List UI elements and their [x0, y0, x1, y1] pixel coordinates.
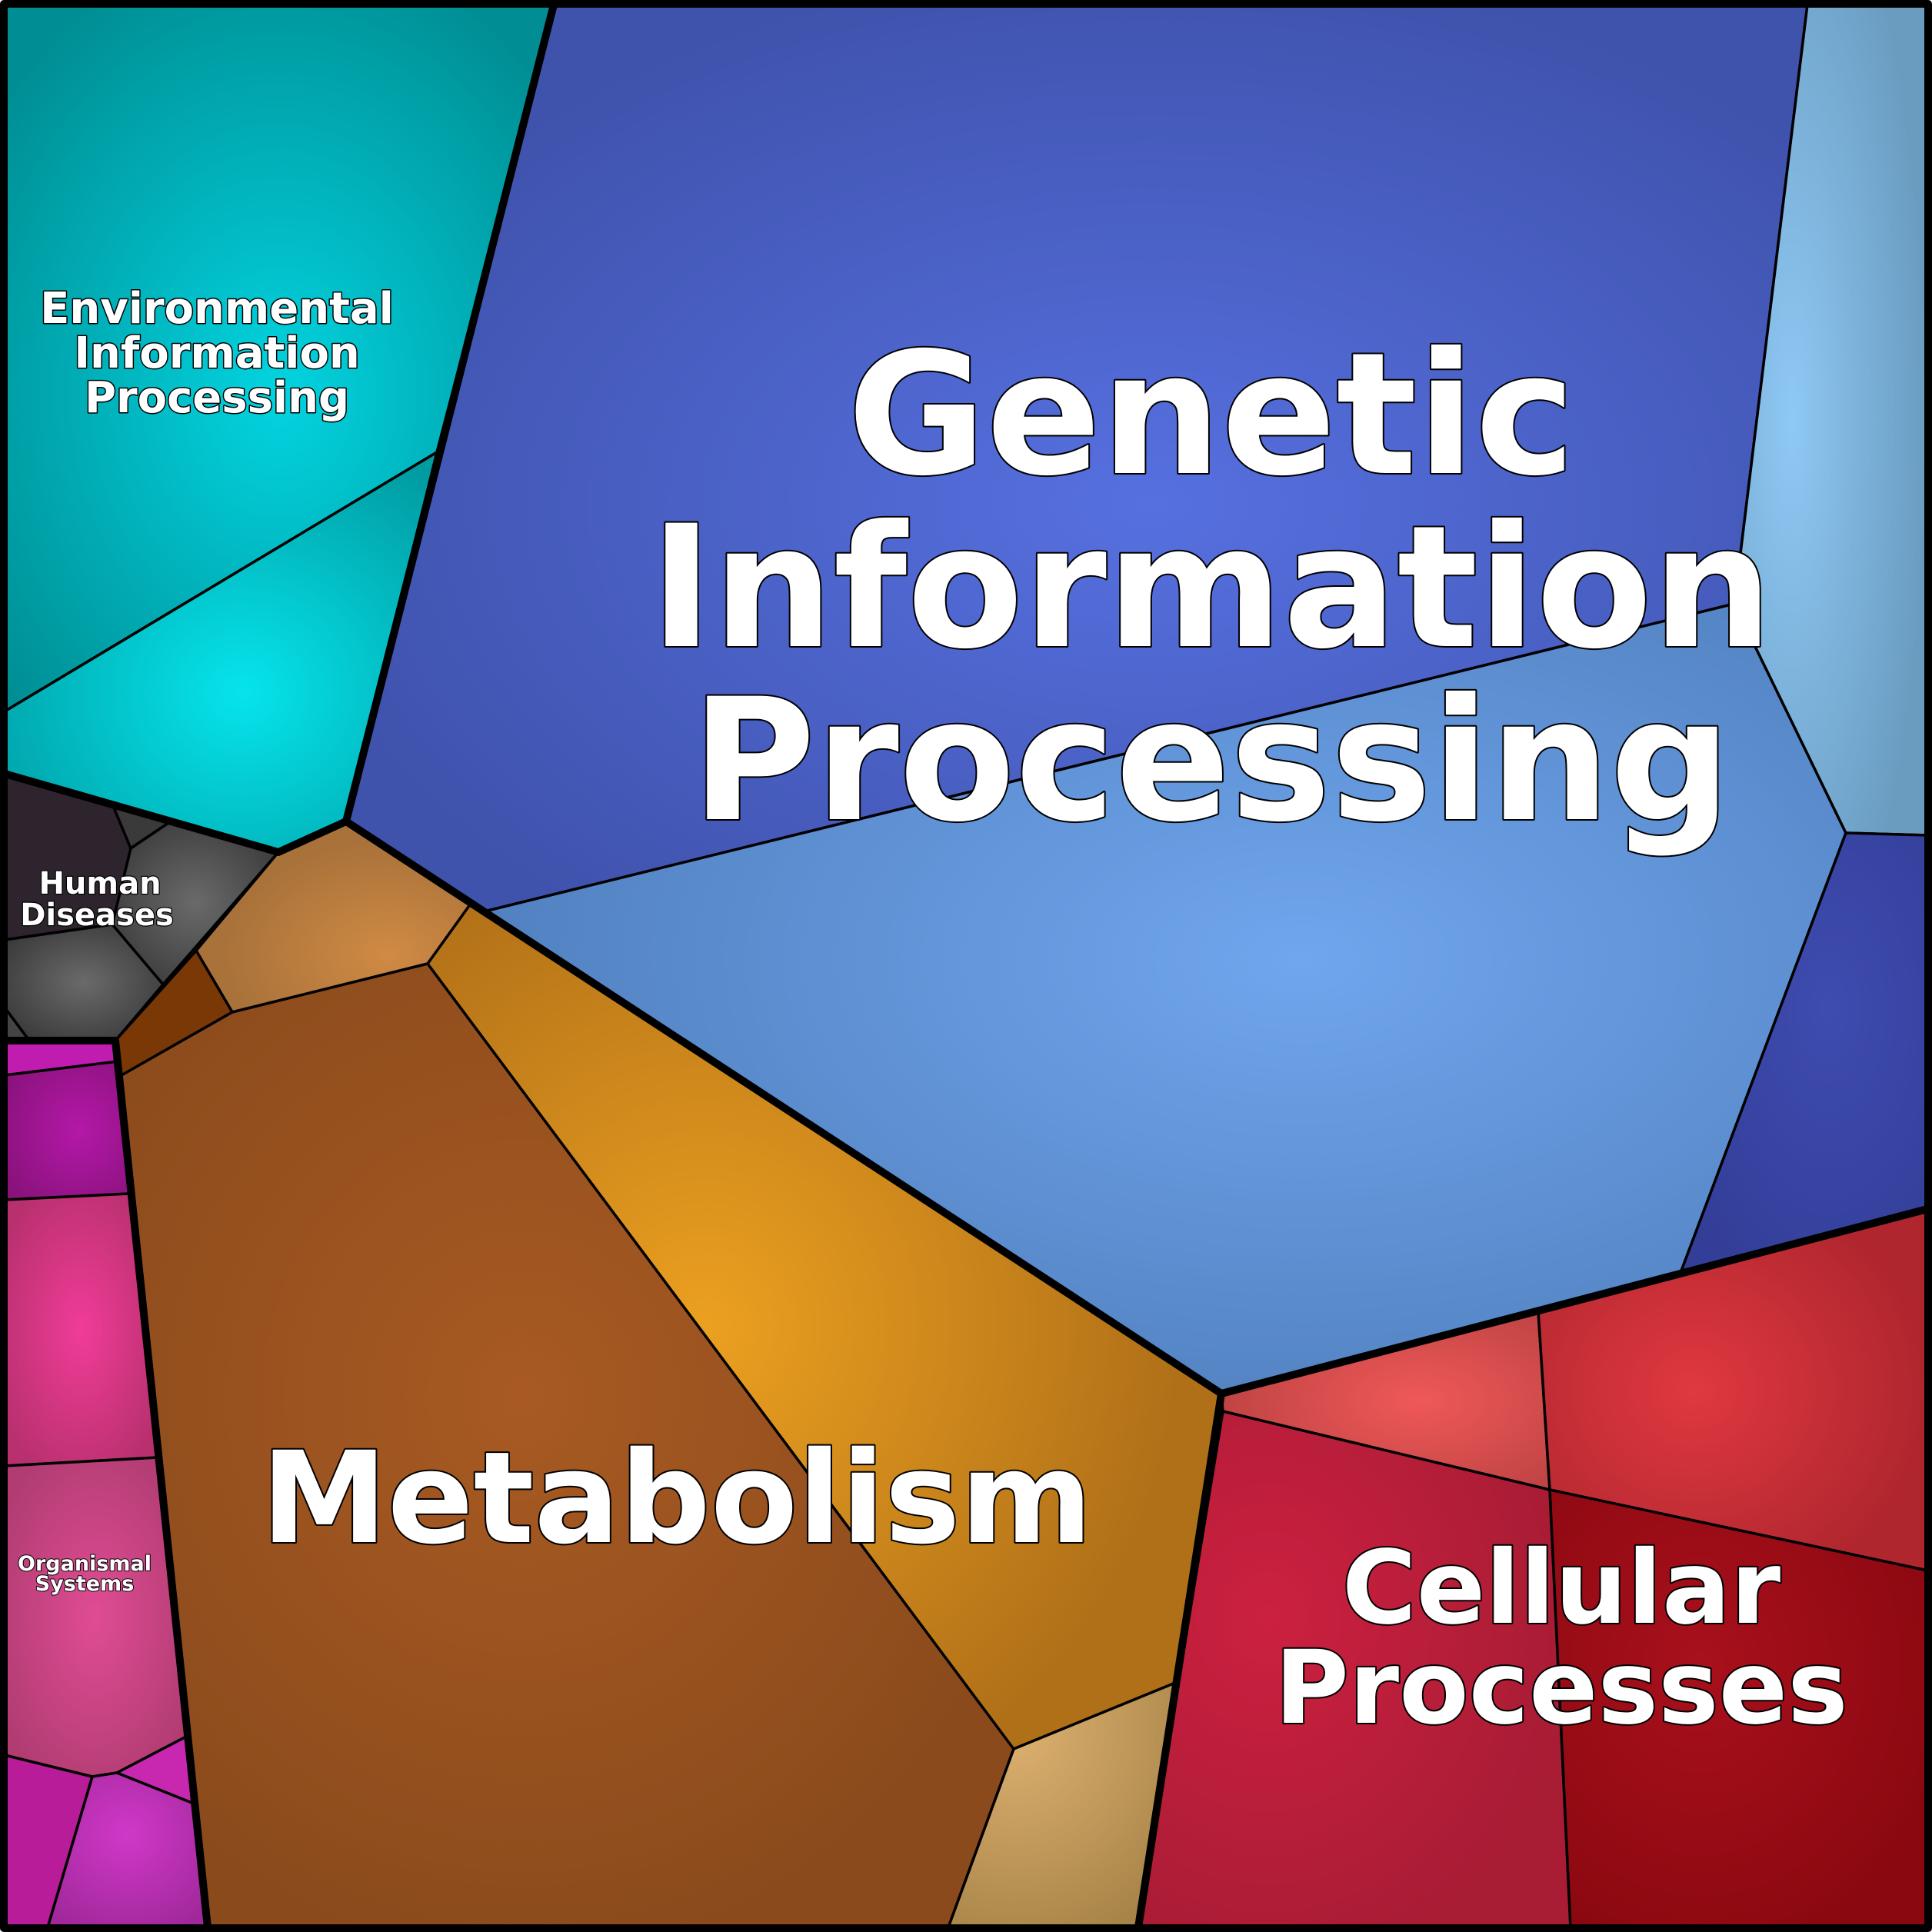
human-diseases-region — [3, 772, 280, 1042]
genetic-label-line-2: Information — [650, 489, 1773, 686]
metabolism-region — [114, 820, 1223, 1929]
genetic-label-line-3: Processing — [691, 662, 1731, 859]
organismal-systems-region — [3, 1041, 208, 1929]
metabolism-label: Metabolism — [259, 1423, 1094, 1574]
human-label-line-1: Human — [38, 866, 161, 901]
cellular-processes-region — [1137, 1208, 1929, 1929]
human-diseases-label: Human Diseases — [19, 865, 175, 934]
human-label-line-2: Diseases — [20, 898, 174, 933]
organismal-cell-purple — [3, 1060, 131, 1201]
cellular-label-line-2: Processes — [1274, 1629, 1848, 1747]
organismal-cell-rose — [3, 1456, 188, 1778]
genetic-information-processing-label: Genetic Information Processing — [648, 315, 1774, 861]
environmental-label-line-3: Processing — [85, 373, 349, 423]
organismal-label-line-2: Systems — [35, 1572, 135, 1596]
cellular-processes-label: Cellular Processes — [1273, 1527, 1850, 1749]
genetic-information-processing-region — [345, 3, 1929, 1395]
cellular-label-line-1: Cellular — [1342, 1529, 1780, 1647]
environmental-information-processing-label: Environmental Information Processing — [39, 283, 395, 425]
environmental-label-line-1: Environmental — [40, 284, 394, 334]
metabolism-label-line-1: Metabolism — [261, 1424, 1092, 1572]
environmental-label-line-2: Information — [74, 328, 360, 378]
organismal-label-line-1: Organismal — [18, 1552, 152, 1576]
genetic-label-line-1: Genetic — [848, 316, 1576, 513]
organismal-systems-label: Organismal Systems — [17, 1551, 152, 1597]
